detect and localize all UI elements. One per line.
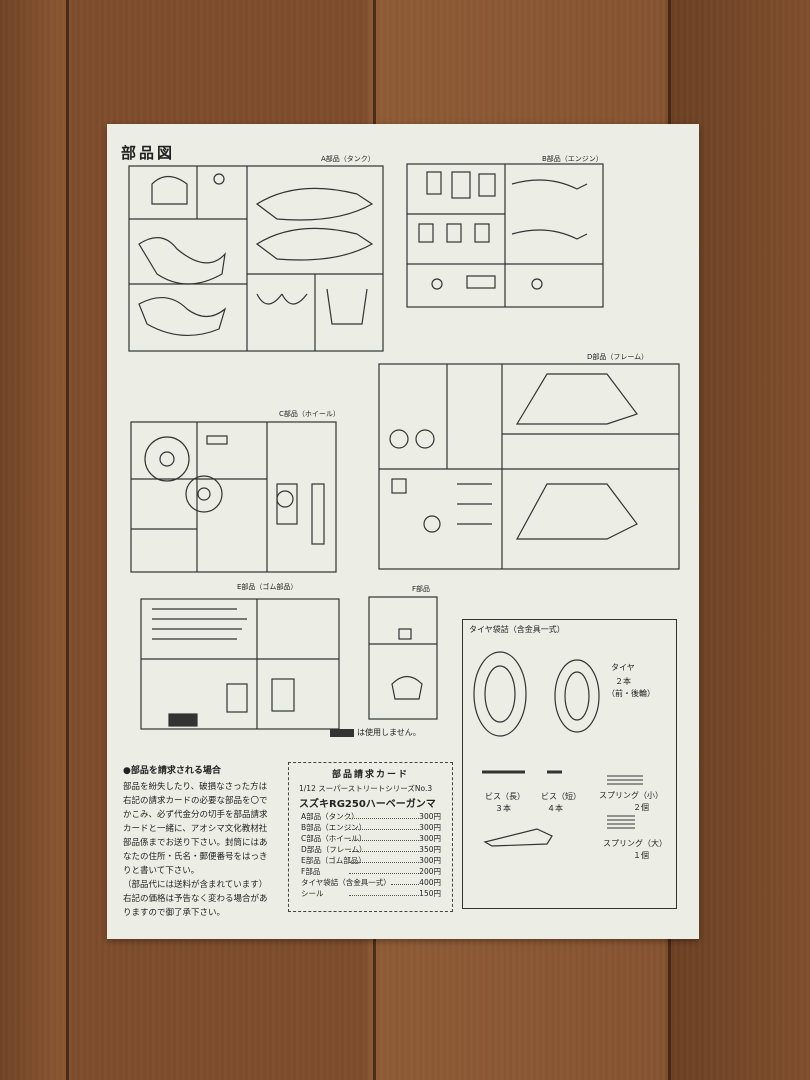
runner-a-label: A部品（タンク） [321,155,375,163]
price-row: A部品（タンク） 300円 [301,811,441,822]
instruction-sheet: 部品図 A部品（タンク） B部品（エンジン） C部品（ホイール） D部品（フレー… [107,124,699,939]
runner-e-frame [140,598,340,730]
price-row-leader [349,840,419,841]
price-row-name: シール [301,889,324,898]
runner-d-frame [378,363,680,570]
screw-long-label: ビス（長） [485,792,525,801]
price-row-leader [349,862,419,863]
runner-b-frame [406,163,604,308]
runner-c-label: C部品（ホイール） [279,410,340,418]
runner-f-frame [368,596,438,720]
tire-bag-box: タイヤ袋詰（含金具一式） タイヤ ２本 （前・後輪） ビス（長） ３本 ビス（短… [462,619,677,909]
tire-label: タイヤ [611,663,635,672]
unused-parts-legend: は使用しません。 [330,727,421,738]
price-row: タイヤ袋詰（含金具一式） 400円 [301,877,441,888]
unused-swatch [330,728,354,737]
screw-short-label: ビス（短） [541,792,581,801]
price-row-leader [349,895,419,896]
price-row: シール 150円 [301,888,441,899]
price-row-price: 150円 [419,889,441,898]
spring-small-count: ２個 [633,803,649,812]
price-row-price: 300円 [419,812,441,821]
parts-request-card: 部品請求カード 1/12 スーパーストリートシリーズNo.3 スズキRG250ハ… [288,762,453,912]
tire-count: ２本 [615,677,631,686]
unused-note: は使用しません。 [357,728,421,737]
order-heading: ●部品を請求される場合 [123,766,221,776]
order-line: なたの住所・氏名・郵便番号をはっき [123,852,268,862]
price-row-price: 200円 [419,867,441,876]
price-row-leader [349,818,419,819]
price-row-name: B部品（エンジン） [301,823,367,832]
request-card-series: 1/12 スーパーストリートシリーズNo.3 [299,784,433,793]
order-line: 右記の請求カードの必要な部品を〇で [123,796,268,806]
order-line: 右記の価格は予告なく変わる場合があ [123,894,268,904]
order-line: かこみ、必ず代金分の切手を部品請求 [123,810,268,820]
price-row-price: 300円 [419,856,441,865]
price-row-price: 300円 [419,834,441,843]
order-line: カードと一緒に、アオシマ文化教材社 [123,824,268,834]
order-line: 部品を紛失したり、破損なさった方は [123,782,268,792]
order-line: （部品代には送料が含まれています） [123,880,268,890]
floor-board-seam [66,0,69,1080]
price-row: B部品（エンジン） 300円 [301,822,441,833]
tire-note: （前・後輪） [607,689,655,698]
price-row-name: C部品（ホイール） [301,834,367,843]
parts-runner-diagrams [128,163,680,847]
spring-small-label: スプリング（小） [599,791,663,800]
request-card-model: スズキRG250ハーベーガンマ [299,799,436,810]
runner-e-label: E部品（ゴム部品） [237,583,298,591]
price-row-price: 350円 [419,845,441,854]
price-row-name: A部品（タンク） [301,812,359,821]
runner-b-label: B部品（エンジン） [542,155,603,163]
price-row-leader [349,829,419,830]
price-row: D部品（フレーム） 350円 [301,844,441,855]
sheet-title: 部品図 [121,144,176,162]
order-line: りますので御了承下さい。 [123,908,226,918]
price-row-name: タイヤ袋詰（含金具一式） [301,878,391,887]
price-row-leader [391,884,419,885]
order-line: りと書いて下さい。 [123,866,200,876]
spring-large-label: スプリング（大） [603,839,667,848]
spring-large-count: １個 [633,851,649,860]
runner-a-frame [128,165,384,352]
tire-bag-title: タイヤ袋詰（含金具一式） [469,625,565,634]
request-card-title: 部品請求カード [331,770,409,780]
price-row-price: 400円 [419,878,441,887]
runner-c-frame [130,421,337,573]
order-line: 部品係までお送り下さい。封筒にはあ [123,838,268,848]
price-row: E部品（ゴム部品） 300円 [301,855,441,866]
runner-d-label: D部品（フレーム） [587,353,649,361]
price-row-name: E部品（ゴム部品） [301,856,366,865]
price-row-leader [349,873,419,874]
price-row-price: 300円 [419,823,441,832]
screw-long-count: ３本 [495,804,511,813]
order-instructions: ●部品を請求される場合 部品を紛失したり、破損なさった方は 右記の請求カードの必… [123,764,288,920]
price-row: C部品（ホイール） 300円 [301,833,441,844]
price-row-leader [349,851,419,852]
price-row-name: F部品 [301,867,321,876]
screw-short-count: ４本 [547,804,563,813]
price-row: F部品 200円 [301,866,441,877]
runner-f-label: F部品 [412,585,431,593]
tire-bag-drawings [473,651,643,847]
price-row-name: D部品（フレーム） [301,845,367,854]
